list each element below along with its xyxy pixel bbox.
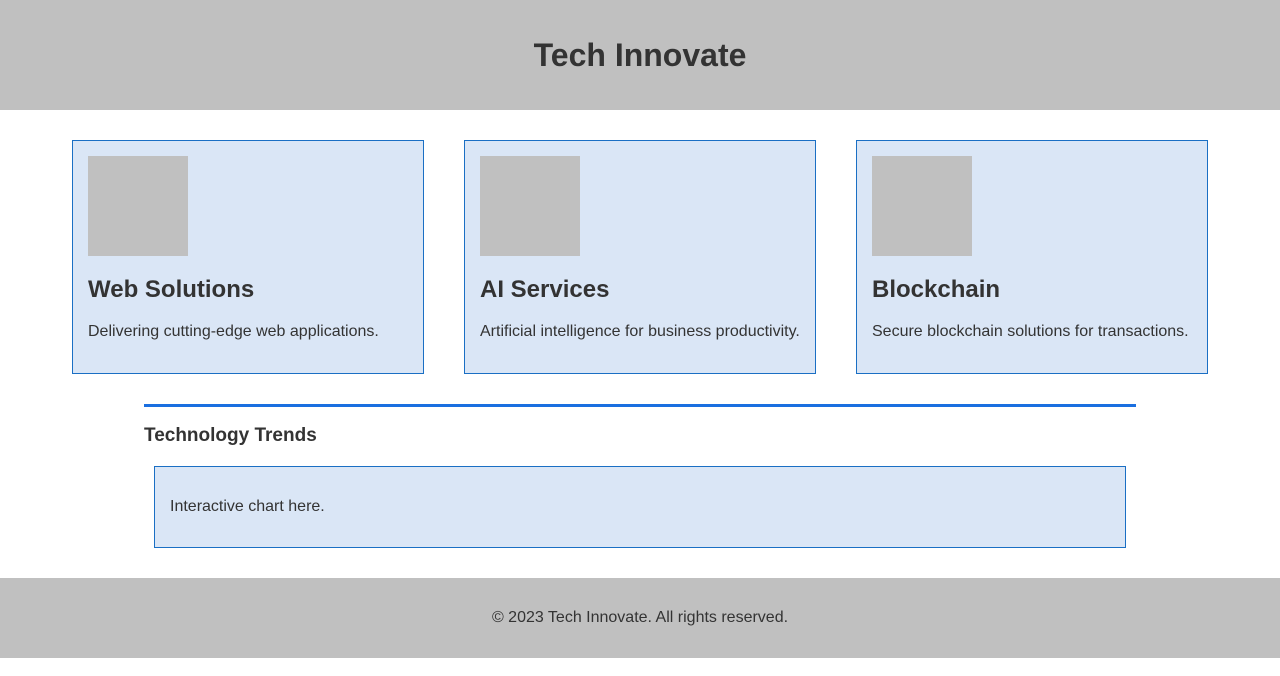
card-title: Blockchain <box>872 276 1001 303</box>
card-image-placeholder <box>88 156 188 256</box>
card-ai-services[interactable]: AI Services Artificial intelligence for … <box>464 140 816 374</box>
site-header: Tech Innovate <box>0 0 1280 110</box>
card-description: Secure blockchain solutions for transact… <box>872 323 1189 340</box>
card-web-solutions[interactable]: Web Solutions Delivering cutting-edge we… <box>72 140 424 374</box>
technology-trends-section: Technology Trends Interactive chart here… <box>144 404 1136 548</box>
service-cards: Web Solutions Delivering cutting-edge we… <box>72 140 1208 374</box>
card-description: Artificial intelligence for business pro… <box>480 323 800 340</box>
card-image-placeholder <box>872 156 972 256</box>
site-title: Tech Innovate <box>533 36 747 73</box>
card-blockchain[interactable]: Blockchain Secure blockchain solutions f… <box>856 140 1208 374</box>
card-image-placeholder <box>480 156 580 256</box>
chart-placeholder-text: Interactive chart here. <box>170 498 325 515</box>
section-divider <box>144 404 1136 407</box>
card-title: AI Services <box>480 276 610 303</box>
footer-copyright: © 2023 Tech Innovate. All rights reserve… <box>491 609 789 626</box>
card-description: Delivering cutting-edge web applications… <box>88 323 379 340</box>
card-title: Web Solutions <box>88 276 255 303</box>
trends-title: Technology Trends <box>144 425 317 446</box>
interactive-chart-container[interactable]: Interactive chart here. <box>154 466 1126 548</box>
site-footer: © 2023 Tech Innovate. All rights reserve… <box>0 578 1280 658</box>
